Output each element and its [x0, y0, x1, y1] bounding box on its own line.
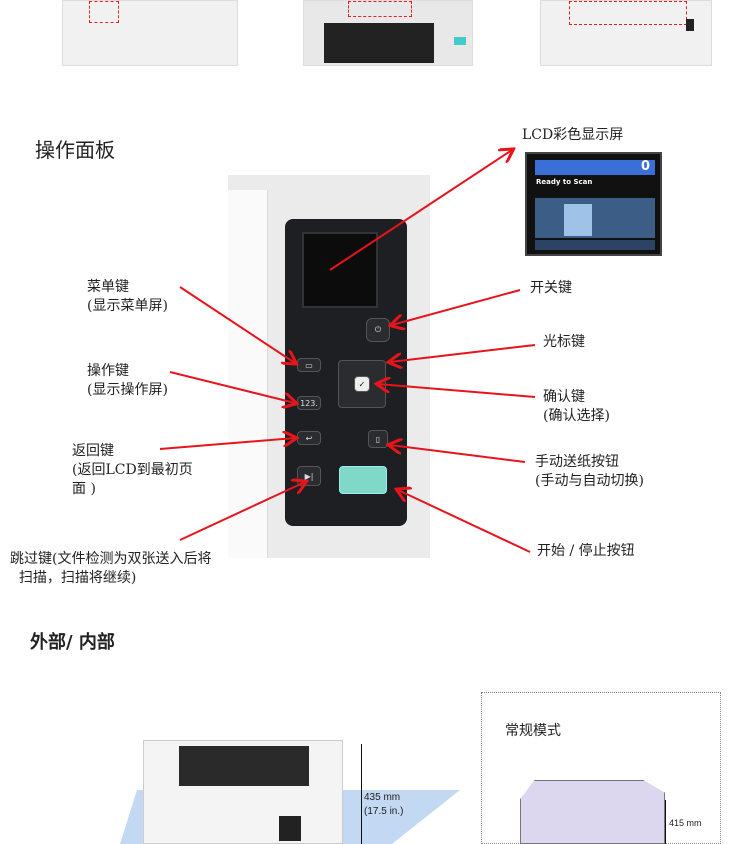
lcd-status: Ready to Scan	[536, 178, 593, 186]
arrow-back	[159, 438, 295, 450]
normal-mode-label: 常规模式	[505, 723, 561, 739]
control-panel-heading: 操作面板	[35, 138, 115, 162]
arrow-skip	[179, 482, 305, 541]
panel-lcd-screen	[302, 232, 378, 308]
height-in: (17.5 in.)	[364, 806, 404, 817]
scanner-image-center	[303, 0, 473, 66]
check-icon: ✓	[358, 379, 366, 389]
scanner-drawing	[520, 780, 665, 844]
lcd-detail: 0 Ready to Scan	[525, 152, 662, 256]
back-key-label: 返回键 (返回LCD到最初页 面 )	[72, 443, 193, 497]
scanner-image-left	[62, 0, 238, 66]
arrow-lcd	[329, 150, 512, 271]
normal-height: 415 mm	[669, 818, 702, 828]
start-stop-label: 开始 / 停止按钮	[537, 543, 635, 559]
cursor-key-label: 光标键	[543, 334, 585, 350]
height-mm: 435 mm	[364, 792, 401, 803]
confirm-key-label: 确认键 (确认选择)	[543, 389, 610, 424]
skip-icon: ▶|	[304, 471, 314, 481]
power-key-label: 开关键	[530, 280, 572, 296]
page-count: 0	[640, 159, 650, 174]
document-icon: ▯	[375, 434, 381, 444]
menu-key-label: 菜单键 (显示菜单屏)	[87, 279, 168, 314]
lcd-label: LCD彩色显示屏	[522, 127, 624, 143]
scanner-image-right	[540, 0, 712, 66]
scanner-side	[228, 190, 268, 558]
arrow-power	[392, 289, 521, 325]
arrow-cursor	[390, 344, 536, 362]
arrow-manual-feed	[390, 445, 526, 463]
back-icon: ↩	[305, 433, 313, 443]
exterior-heading: 外部/ 内部	[30, 632, 115, 653]
arrow-menu	[179, 286, 295, 363]
arrow-operation	[169, 371, 295, 403]
manual-feed-label: 手动送纸按钮 (手动与自动切换)	[535, 454, 644, 489]
arrow-confirm	[378, 384, 536, 398]
skip-key-label: 跳过键(文件检测为双张送入后将 扫描，扫描将继续)	[10, 551, 212, 586]
menu-icon: ▭	[305, 360, 313, 370]
arrow-start-stop	[398, 490, 531, 553]
power-icon: ⏻	[374, 325, 382, 334]
operation-key-label: 操作键 (显示操作屏)	[87, 363, 168, 398]
confirm-button[interactable]: ✓	[354, 376, 370, 392]
scanner-photo	[143, 740, 343, 844]
start-stop-button[interactable]	[339, 466, 387, 494]
